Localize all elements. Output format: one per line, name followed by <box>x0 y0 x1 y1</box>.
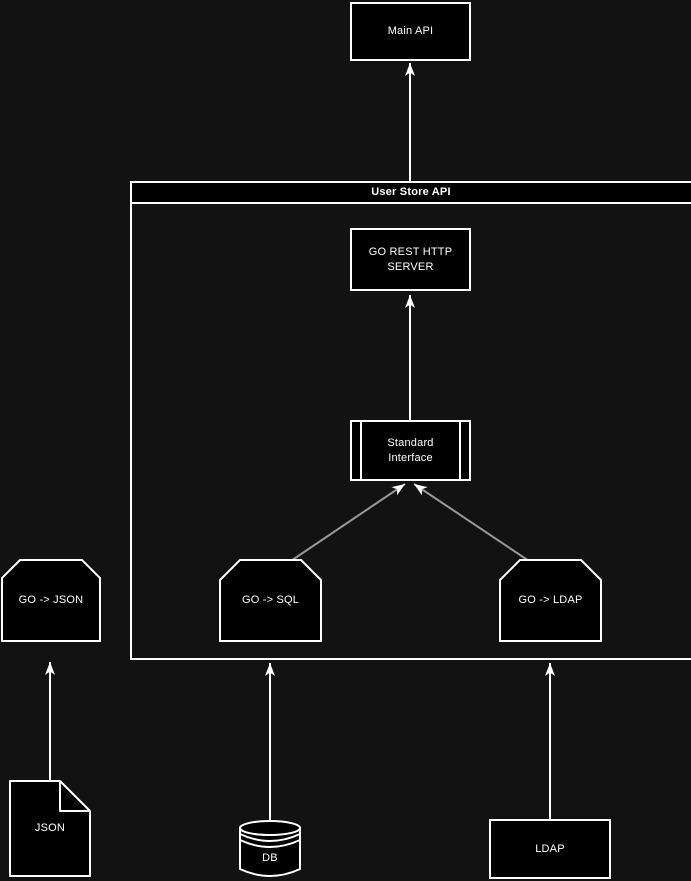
node-go-json-shape <box>1 559 101 642</box>
node-go-ldap-shape <box>499 559 602 642</box>
node-db-shape <box>239 820 301 877</box>
node-main-api-shape <box>350 2 471 61</box>
node-go-sql-shape <box>219 559 322 642</box>
node-json-file-shape <box>9 780 91 877</box>
node-go-rest-http-server-shape <box>350 228 471 291</box>
node-ldap-shape <box>489 819 611 879</box>
container-user-store-api-titlebar <box>130 181 691 204</box>
node-standard-interface-shape <box>350 420 471 481</box>
